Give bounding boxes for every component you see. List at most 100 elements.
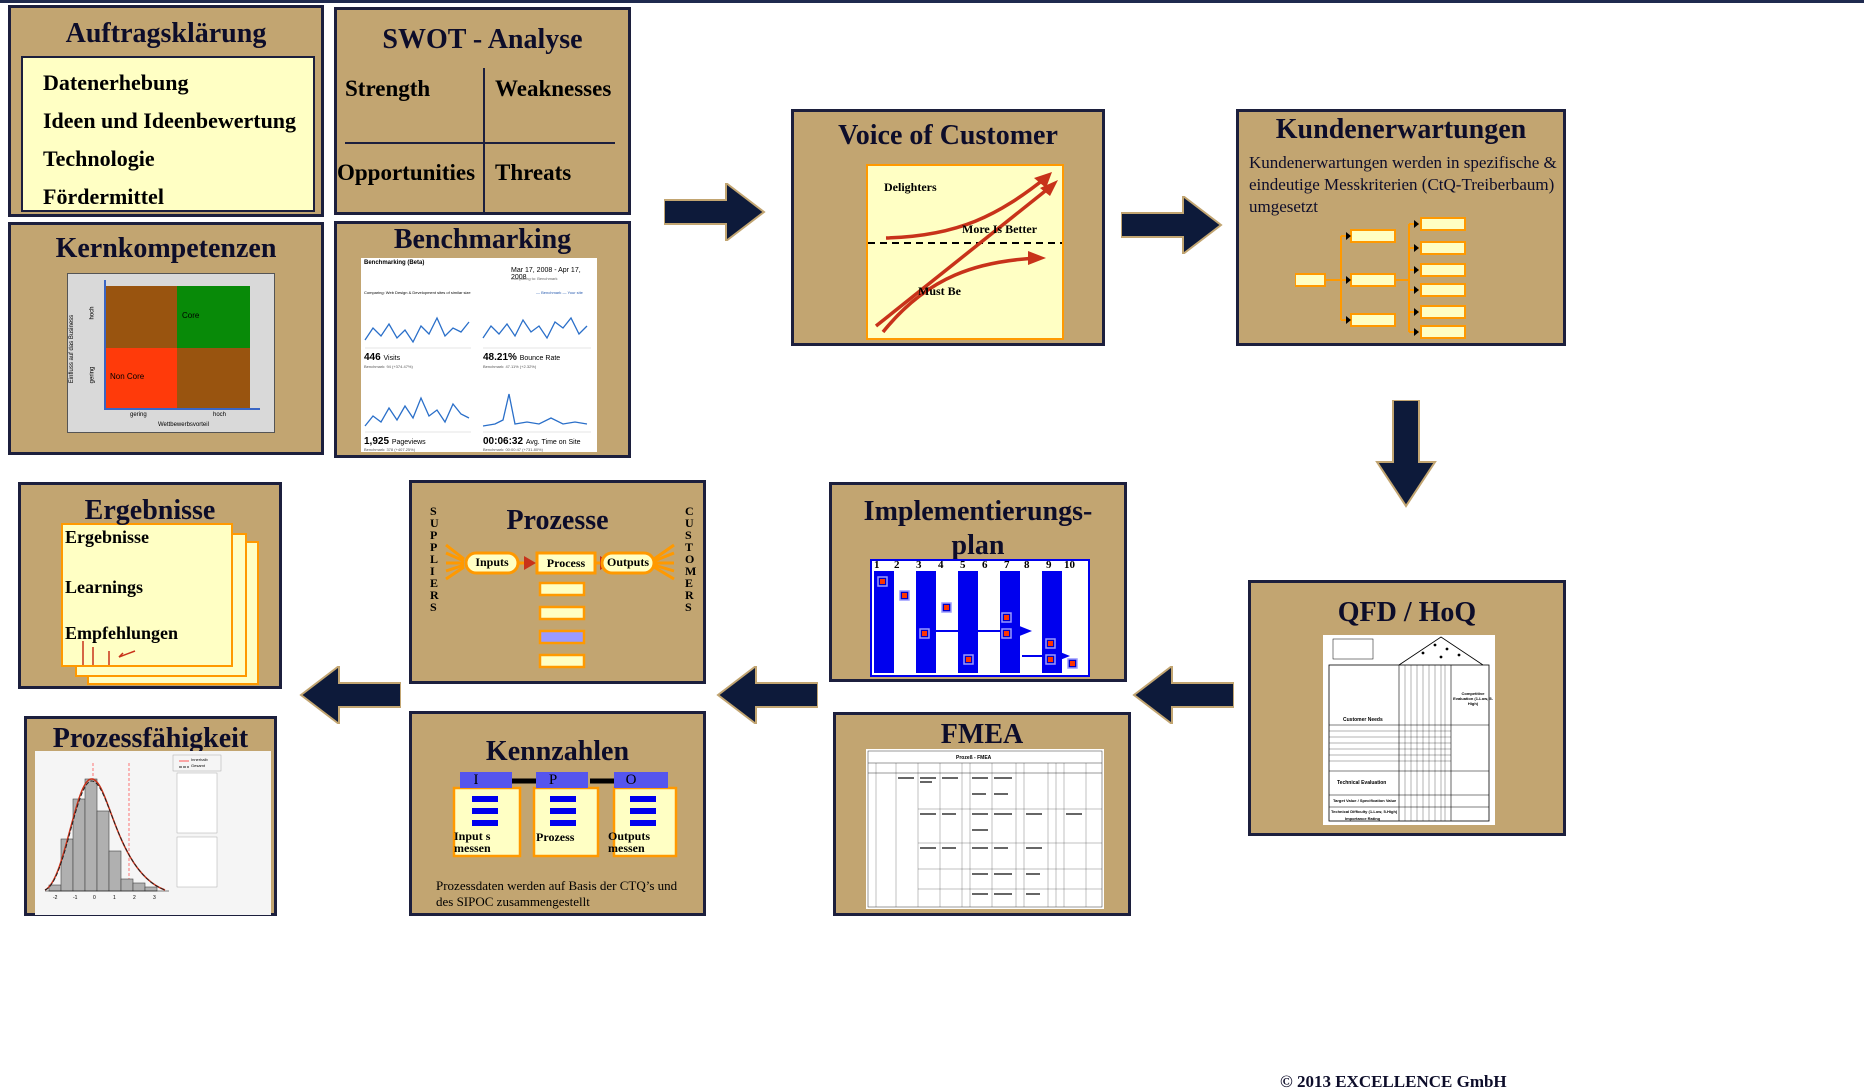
bench-m1-value: 446 <box>364 352 381 363</box>
kano-delighters-curve <box>885 174 1050 240</box>
fmea-title: FMEA <box>940 719 1024 750</box>
bench-sparklines <box>364 316 591 433</box>
voc-must-label: Must Be <box>918 284 961 298</box>
prozessf-chart: Innerhalb Gesamt -2 -1 0 1 2 3 <box>35 751 271 915</box>
bench-m2-value: 48.21% <box>483 352 517 363</box>
prozesse-suppliers: SUPPLIERS <box>430 504 439 614</box>
prozesse-inputs: Inputs <box>475 555 509 569</box>
bench-metric-bounce: 48.21% Bounce Rate <box>483 352 560 363</box>
kern-x-gering: gering <box>130 412 147 418</box>
swot-hline <box>345 142 615 144</box>
prozessf-title: Prozessfähigkeit <box>52 723 249 754</box>
bench-compare-line: Comparing: Web Design & Development site… <box>364 290 471 295</box>
ergebnisse-item: Learnings <box>65 577 144 597</box>
bench-daterange: Mar 17, 2008 - Apr 17, 2008 <box>511 267 581 281</box>
prozessf-legend-innerhalb: Innerhalb <box>191 757 208 762</box>
swot-weaknesses: Weaknesses <box>495 76 612 101</box>
auftrag-item: Technologie <box>43 146 155 171</box>
impl-num: 3 <box>916 559 922 571</box>
bench-screenshot: Benchmarking (Beta) Mar 17, 2008 - Apr 1… <box>361 258 597 452</box>
qfd-house: Customer Needs Technical Evaluation Targ… <box>1323 635 1495 825</box>
kern-q-bl <box>106 348 177 408</box>
impl-title: Implementierungs-plan <box>863 496 1093 561</box>
auftrag-list: Datenerhebung Ideen und Ideenbewertung T… <box>21 56 315 212</box>
prozesse-sipoc-flow <box>445 543 675 669</box>
flow-arrow-right-2 <box>1121 196 1223 254</box>
prozessf-xtick: 2 <box>133 895 136 901</box>
kunden-box: Kundenerwartungen Kundenerwartungen werd… <box>1236 109 1566 346</box>
prozessf-xtick: 3 <box>153 895 156 901</box>
impl-numbers: 1 2 3 4 5 6 7 8 9 10 <box>872 559 1088 571</box>
impl-num: 1 <box>874 559 880 571</box>
bench-m4-label: Avg. Time on Site <box>525 439 581 446</box>
ergebnisse-marks <box>82 641 136 665</box>
impl-num: 10 <box>1064 559 1075 571</box>
flow-arrow-left-1 <box>1132 666 1234 724</box>
bench-header: Benchmarking (Beta) <box>364 260 425 266</box>
copyright: © 2013 EXCELLENCE GmbH <box>1280 1072 1507 1091</box>
impl-num: 9 <box>1046 559 1052 571</box>
impl-num: 4 <box>938 559 944 571</box>
kano-more-curve <box>874 182 1056 328</box>
flow-arrow-right-1 <box>664 183 766 241</box>
auftrag-title: Auftragsklärung <box>65 18 267 49</box>
bench-title: Benchmarking <box>393 224 572 255</box>
swot-title: SWOT - Analyse <box>382 24 583 55</box>
qfd-box: QFD / HoQ C <box>1248 580 1566 836</box>
qfd-title: QFD / HoQ <box>1337 597 1477 628</box>
prozessf-histogram <box>44 754 222 892</box>
kern-q-tl <box>106 286 177 348</box>
prozesse-outputs: Outputs <box>606 555 650 569</box>
prozessf-xtick: -1 <box>73 895 78 901</box>
qfd-technical: Technical Evaluation <box>1337 780 1387 786</box>
kennzahlen-ipo <box>452 772 678 858</box>
ergebnisse-page-1 <box>61 523 233 667</box>
kennzahlen-tab-p: P <box>548 772 558 788</box>
impl-box: Implementierungs-plan <box>829 482 1127 682</box>
bench-metric-pageviews: 1,925 Pageviews <box>364 436 426 447</box>
fmea-table: Prozeß - FMEA <box>866 749 1104 909</box>
kennzahlen-box: Kennzahlen I P O Input s messen Prozess … <box>409 711 706 916</box>
kern-q-tr <box>177 286 250 348</box>
fmea-table-grid <box>867 750 1103 908</box>
auftrag-item: Ideen und Ideenbewertung <box>43 108 297 133</box>
auftrag-box: Auftragsklärung Datenerhebung Ideen und … <box>8 5 324 217</box>
qfd-grid <box>1328 636 1490 822</box>
bench-m3-value: 1,925 <box>364 436 390 447</box>
qfd-competitive: Competitive Evaluation (1-Low, 5-High) <box>1453 691 1493 706</box>
bench-comparing: Comparing to: Benchmark <box>511 276 558 281</box>
bench-spark-4 <box>482 393 588 427</box>
impl-num: 7 <box>1004 559 1010 571</box>
kennzahlen-note: Prozessdaten werden auf Basis der CTQ’s … <box>436 878 678 909</box>
kern-x-axis <box>104 408 260 410</box>
kern-q-br <box>177 348 250 408</box>
kennzahlen-tab-i: I <box>473 772 479 788</box>
top-rule <box>0 0 1864 3</box>
bench-box: Benchmarking Benchmarking (Beta) Mar 17,… <box>334 221 631 458</box>
prozessf-xtick: -2 <box>53 895 58 901</box>
kennzahlen-label-prozess: Prozess <box>536 830 575 844</box>
prozessf-legend-gesamt: Gesamt <box>191 763 206 768</box>
flow-arrow-left-3 <box>299 666 401 724</box>
impl-gantt: 1 2 3 4 5 6 7 8 9 10 <box>870 559 1090 677</box>
kano-mustbe-curve <box>881 256 1039 334</box>
voc-more-label: More Is Better <box>962 222 1038 236</box>
bench-m4-value: 00:06:32 <box>483 436 524 447</box>
kern-ylabel: Einfluss auf das Business <box>69 314 76 384</box>
prozesse-box: Prozesse SUPPLIERS CUSTOMERS Inputs Proc… <box>409 480 706 684</box>
bench-m2-sub: Benchmark: 47.11% (+2.32%) <box>483 364 537 369</box>
fmea-box: FMEA Prozeß - FMEA <box>833 712 1131 916</box>
bench-m2-label: Bounce Rate <box>519 355 561 362</box>
prozesse-process: Process <box>546 556 586 570</box>
prozesse-customers: CUSTOMERS <box>685 504 697 614</box>
prozessf-xtick: 0 <box>93 895 96 901</box>
fmea-table-title: Prozeß - FMEA <box>956 755 992 761</box>
impl-num: 2 <box>894 559 900 571</box>
kern-title: Kernkompetenzen <box>55 233 277 264</box>
bench-m1-sub: Benchmark: 94 (+374.47%) <box>364 364 413 369</box>
kennzahlen-tab-o: O <box>625 772 637 788</box>
prozessf-xtick: 1 <box>113 895 116 901</box>
qfd-importance: Importance Rating <box>1345 816 1381 821</box>
impl-num: 8 <box>1024 559 1030 571</box>
swot-vline <box>483 68 485 214</box>
